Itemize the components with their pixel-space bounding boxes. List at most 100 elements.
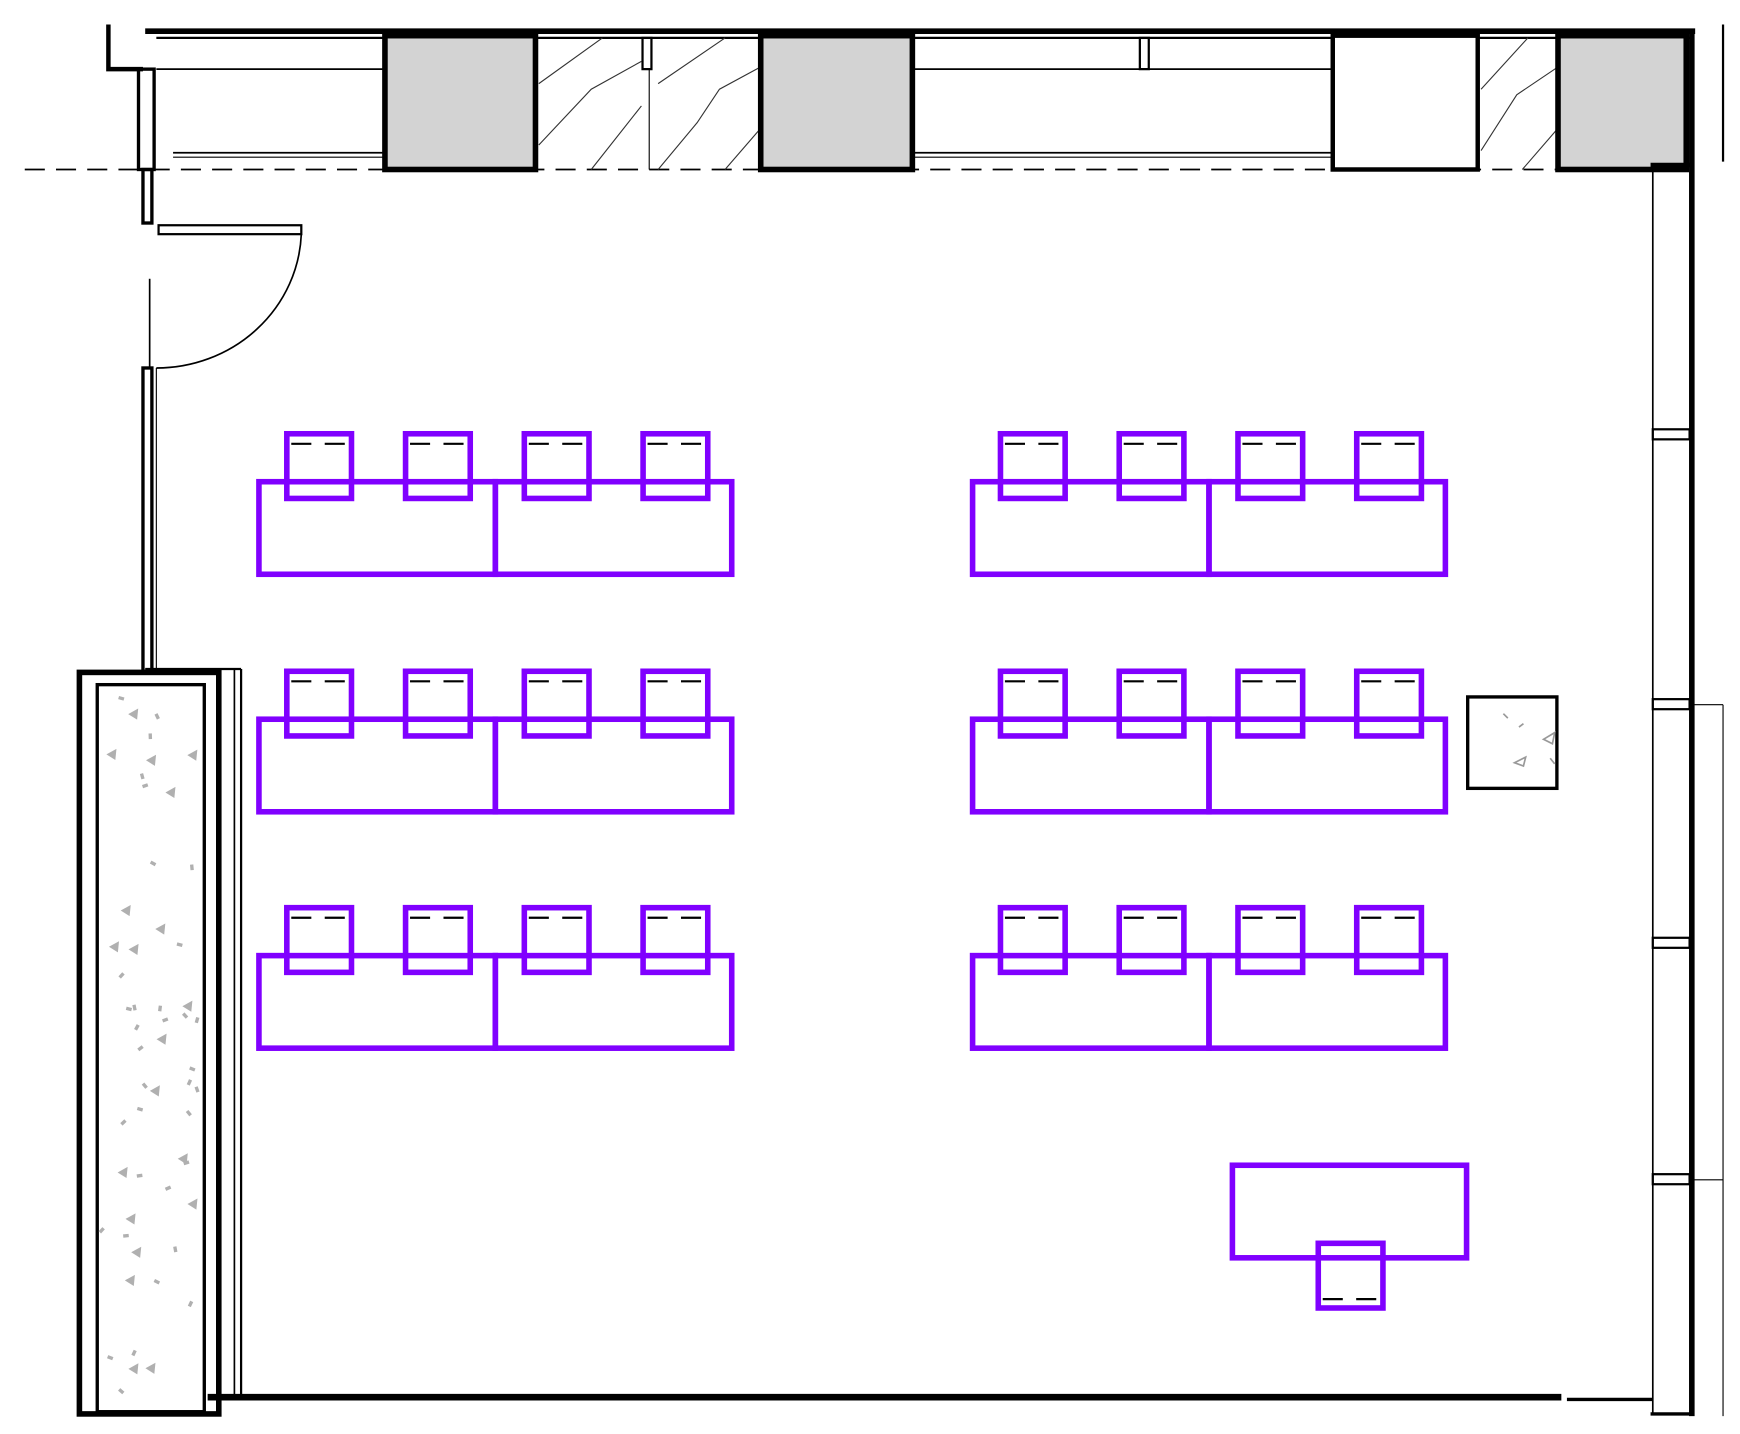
speckle [98, 1227, 105, 1234]
speckle [118, 972, 125, 979]
chair [402, 904, 474, 976]
speckle [128, 708, 139, 720]
chair [284, 430, 355, 502]
chair [640, 904, 711, 976]
speckle [186, 1079, 193, 1086]
speckle [136, 1106, 144, 1112]
desk-group [256, 952, 735, 1051]
speckle [189, 1066, 196, 1072]
speckle [120, 1119, 127, 1126]
column [382, 32, 539, 173]
mullion [1651, 698, 1691, 711]
speckle [131, 1349, 137, 1357]
window-hatching [538, 37, 1559, 170]
cabinet [1466, 695, 1559, 791]
teacher-desk [1229, 1162, 1470, 1261]
speckle [158, 1005, 163, 1012]
chair [997, 904, 1068, 976]
speckle [107, 1355, 114, 1361]
speckle [176, 942, 183, 947]
speckle [149, 1085, 160, 1097]
speckle [194, 1086, 200, 1093]
column [1555, 32, 1690, 173]
door[interactable] [148, 224, 303, 369]
desk [492, 952, 735, 1051]
speckle [194, 1016, 200, 1024]
speckle [128, 943, 139, 955]
desk [1206, 478, 1449, 578]
speckle [117, 1166, 128, 1179]
south-wall [207, 1393, 1653, 1402]
chair [1235, 904, 1306, 976]
speckle [181, 1012, 189, 1019]
chair [521, 668, 592, 739]
desk-group [969, 952, 1449, 1051]
speckle [125, 1213, 136, 1225]
desk-group [969, 716, 1449, 815]
chair [284, 668, 355, 739]
speckle [187, 749, 198, 761]
columns [382, 32, 1690, 173]
speckle [136, 1173, 143, 1178]
speckle [162, 1017, 169, 1023]
speckle [128, 1363, 139, 1375]
chair [640, 430, 711, 502]
speckle [155, 923, 166, 935]
chair [1315, 1240, 1386, 1311]
desk-group [969, 478, 1449, 578]
speckle [183, 1160, 190, 1166]
desk [1206, 716, 1449, 815]
speckle [124, 1274, 135, 1286]
desk-group [256, 478, 735, 578]
speckle [173, 1246, 178, 1253]
chair [997, 668, 1068, 739]
speckle [120, 904, 131, 917]
speckle [106, 748, 117, 760]
counter [76, 667, 243, 1417]
speckle [185, 1109, 192, 1117]
mullion [1651, 1173, 1691, 1186]
speckle [154, 713, 160, 720]
speckle [145, 1362, 156, 1374]
counter-speckles [98, 695, 200, 1395]
desk [969, 952, 1212, 1051]
chair [1116, 904, 1187, 976]
chair [402, 430, 474, 502]
desk [969, 478, 1212, 578]
chair [521, 904, 592, 976]
speckle [149, 860, 157, 867]
speckle [123, 1233, 129, 1238]
speckle [146, 754, 157, 766]
desk [1206, 952, 1449, 1051]
chair [521, 430, 592, 502]
speckle [165, 786, 176, 799]
mullion [1651, 936, 1691, 949]
desk-group [256, 716, 735, 815]
chair [1116, 668, 1187, 739]
speckle [153, 1279, 161, 1285]
speckle [156, 1033, 167, 1045]
speckle [164, 1185, 172, 1191]
chair [1235, 668, 1306, 739]
chair [1353, 668, 1425, 739]
speckle [187, 1198, 198, 1210]
speckle [125, 1006, 133, 1012]
speckle [189, 864, 194, 871]
east-wall [1650, 24, 1725, 1417]
column [757, 32, 916, 173]
speckle [108, 941, 120, 953]
speckle [118, 1388, 125, 1395]
chair [1353, 904, 1425, 976]
speckle [132, 1004, 137, 1011]
speckle [182, 1000, 193, 1012]
desk [256, 952, 499, 1051]
chair [1353, 430, 1425, 502]
desk [256, 478, 499, 578]
furniture [256, 430, 1470, 1311]
speckle [118, 695, 125, 701]
speckle [141, 1082, 148, 1089]
desk [256, 716, 499, 815]
speckle [134, 1024, 140, 1031]
mullion [1651, 428, 1691, 441]
